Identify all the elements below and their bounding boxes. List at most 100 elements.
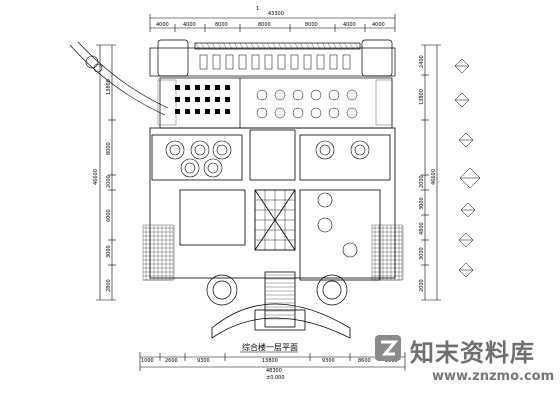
dining-table: [225, 109, 230, 114]
hatch-line: [261, 42, 266, 50]
svg-text:3000: 3000: [419, 247, 425, 260]
hatch-line: [338, 42, 343, 50]
top-seg-3: 8000: [215, 22, 228, 28]
stair-towers: [206, 274, 348, 306]
round-table: [310, 89, 322, 101]
left-total-dim: 46600: [93, 169, 99, 185]
banquet-table-inner: [354, 144, 366, 156]
hatch-line: [316, 42, 321, 50]
svg-text:8600: 8600: [358, 358, 371, 364]
booth-table: [329, 54, 338, 70]
banquet-table: [350, 140, 370, 160]
main-body: [149, 127, 396, 281]
banquet-table: [180, 158, 200, 178]
dining-table: [205, 97, 210, 102]
hatch-line: [234, 42, 238, 50]
top-segment-labels: 4000 4000 8000 8000 8000 4000 4000: [156, 22, 385, 28]
svg-text:3000: 3000: [106, 245, 112, 258]
hatch-line: [327, 42, 332, 50]
hatch-line: [256, 42, 260, 50]
hatch-line: [250, 42, 255, 50]
hatch-line: [283, 42, 288, 50]
hatch-line: [305, 42, 310, 50]
booth-table: [303, 54, 312, 70]
svg-text:3000: 3000: [419, 197, 425, 210]
top-seg-5: 8000: [305, 22, 318, 28]
hatch-line: [206, 42, 211, 50]
dining-table: [175, 109, 180, 114]
tree-symbol: [458, 132, 474, 148]
svg-text:4800: 4800: [419, 222, 425, 235]
svg-text:2800: 2800: [106, 279, 112, 292]
booth-table: [342, 54, 351, 70]
banquet-table: [212, 140, 232, 160]
dining-table: [195, 85, 200, 90]
round-table: [346, 89, 358, 101]
dining-table: [185, 85, 190, 90]
svg-text:1000: 1000: [141, 358, 154, 364]
hatch-line: [212, 42, 216, 50]
svg-text:9300: 9300: [322, 358, 335, 364]
hatch-line: [201, 42, 205, 50]
svg-text:6000: 6000: [106, 209, 112, 222]
round-table: [274, 107, 286, 119]
bottom-dimension-chain: [139, 352, 406, 371]
round-table: [256, 107, 268, 119]
hatch-line: [278, 42, 282, 50]
hatch-line: [289, 42, 293, 50]
hatch-line: [267, 42, 271, 50]
svg-text:8000: 8000: [106, 142, 112, 155]
tree-symbol: [458, 262, 474, 278]
landscape-path: [69, 41, 169, 116]
banquet-table-inner: [319, 144, 331, 156]
dining-table: [215, 85, 220, 90]
north-wing-tables: [199, 54, 351, 70]
banquet-table: [165, 140, 185, 160]
top-seg-6: 4000: [343, 22, 356, 28]
bottom-segment-labels: 1000 2600 9300 13800 9300 8600 2600: [141, 358, 398, 364]
svg-text:13800: 13800: [262, 358, 278, 364]
booth-table: [277, 54, 286, 70]
hatch-line: [239, 42, 244, 50]
tree-symbol: [458, 232, 474, 248]
dining-band: [159, 77, 393, 129]
dining-table: [195, 109, 200, 114]
hatch-line: [217, 42, 222, 50]
hatch-line: [294, 42, 299, 50]
round-table: [317, 217, 333, 233]
hatch-line: [272, 42, 277, 50]
dining-table: [175, 85, 180, 90]
hatch-line: [355, 42, 359, 50]
booth-table: [251, 54, 260, 70]
svg-text:2000: 2000: [419, 175, 425, 188]
bottom-total-dim: 48300: [266, 368, 282, 374]
round-table: [317, 192, 333, 208]
hatch-line: [245, 42, 249, 50]
top-total-dim: 43300: [268, 11, 284, 17]
dining-table: [205, 85, 210, 90]
right-planting: [375, 79, 393, 126]
hatch-line: [322, 42, 326, 50]
svg-text:13800: 13800: [106, 79, 112, 95]
top-seg-2: 4000: [183, 22, 196, 28]
banquet-table-inner: [207, 162, 219, 174]
dining-tables-left: [175, 85, 230, 114]
dining-table: [225, 85, 230, 90]
round-table: [346, 107, 358, 119]
top-dimension-chain: [149, 14, 396, 32]
svg-text:9300: 9300: [197, 358, 210, 364]
watermark-logo-icon: [375, 335, 401, 361]
hatch-line: [228, 42, 233, 50]
tree-symbol: [459, 167, 481, 189]
hatch-line: [344, 42, 348, 50]
banquet-table: [203, 158, 223, 178]
dining-table: [185, 109, 190, 114]
round-table: [274, 89, 286, 101]
round-table: [328, 107, 340, 119]
right-dimension-chain: [421, 44, 441, 301]
right-segment-labels: 2400 13800 2000 3000 4800 3000 2000: [419, 55, 425, 292]
round-table: [256, 89, 268, 101]
hatch-line: [311, 42, 315, 50]
round-table: [292, 107, 304, 119]
round-table: [328, 89, 340, 101]
